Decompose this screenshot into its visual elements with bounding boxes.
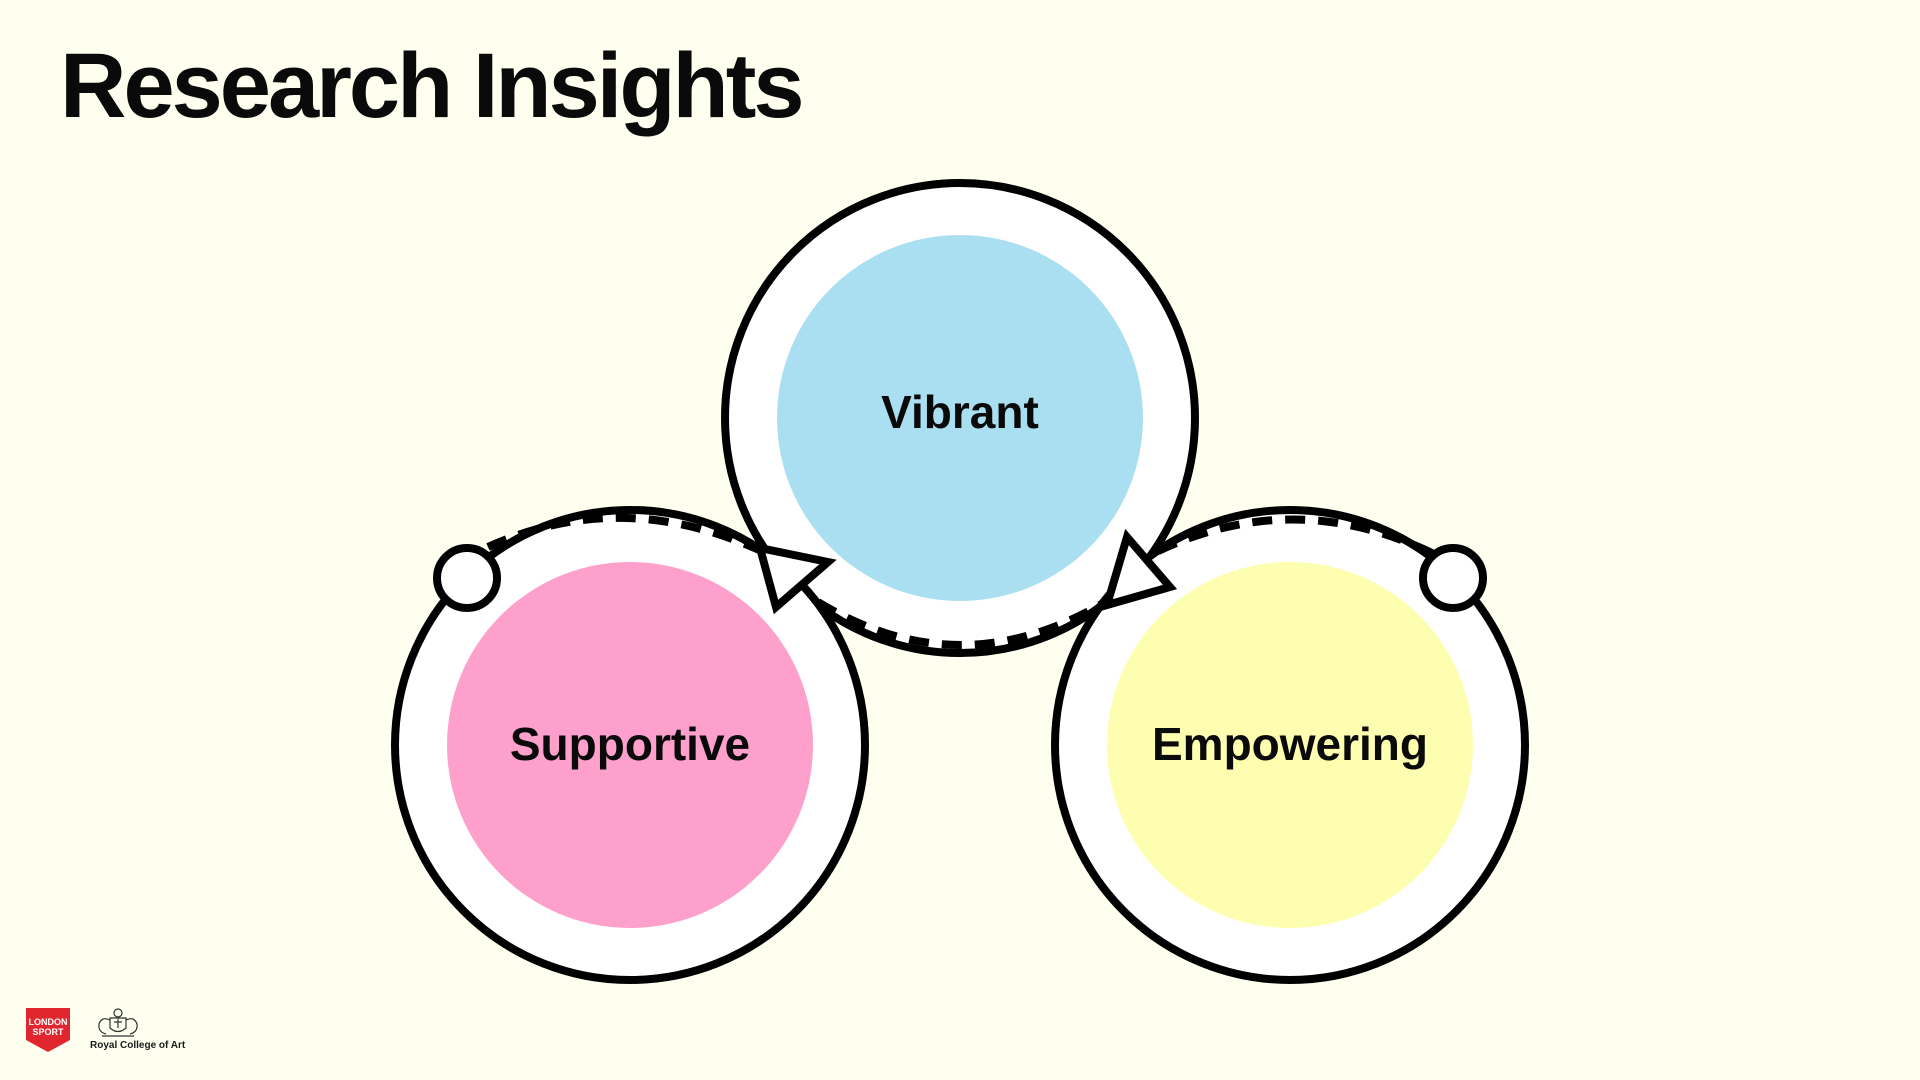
connector-start-marker-right [1419,544,1487,612]
london-sport-line-1: LONDON [29,1017,68,1027]
rca-logo: Royal College of Art [90,1006,220,1056]
connector-arrowhead-left [754,542,837,615]
footer-logos: LONDON SPORT Royal College of Art [24,1006,224,1056]
london-sport-logo: LONDON SPORT [26,1008,70,1052]
crest-icon [98,1008,138,1037]
empowering-node [1107,562,1473,928]
supportive-node [447,562,813,928]
dashed-connector-empowering-to-vibrant [1148,515,1434,559]
empowering-label: Empowering [1152,718,1428,770]
vibrant-node [777,235,1143,601]
supportive-label: Supportive [510,718,750,770]
london-sport-line-2: SPORT [32,1027,64,1037]
dashed-connector-supportive-to-vibrant [486,513,772,559]
connector-arrowhead-right [1101,528,1178,611]
dashed-connector-vibrant-to-empowering [815,598,1108,649]
connector-start-marker-left [433,544,501,612]
rca-name: Royal College of Art [90,1040,186,1051]
slide-title: Research Insights [60,35,805,137]
vibrant-label: Vibrant [881,386,1039,438]
